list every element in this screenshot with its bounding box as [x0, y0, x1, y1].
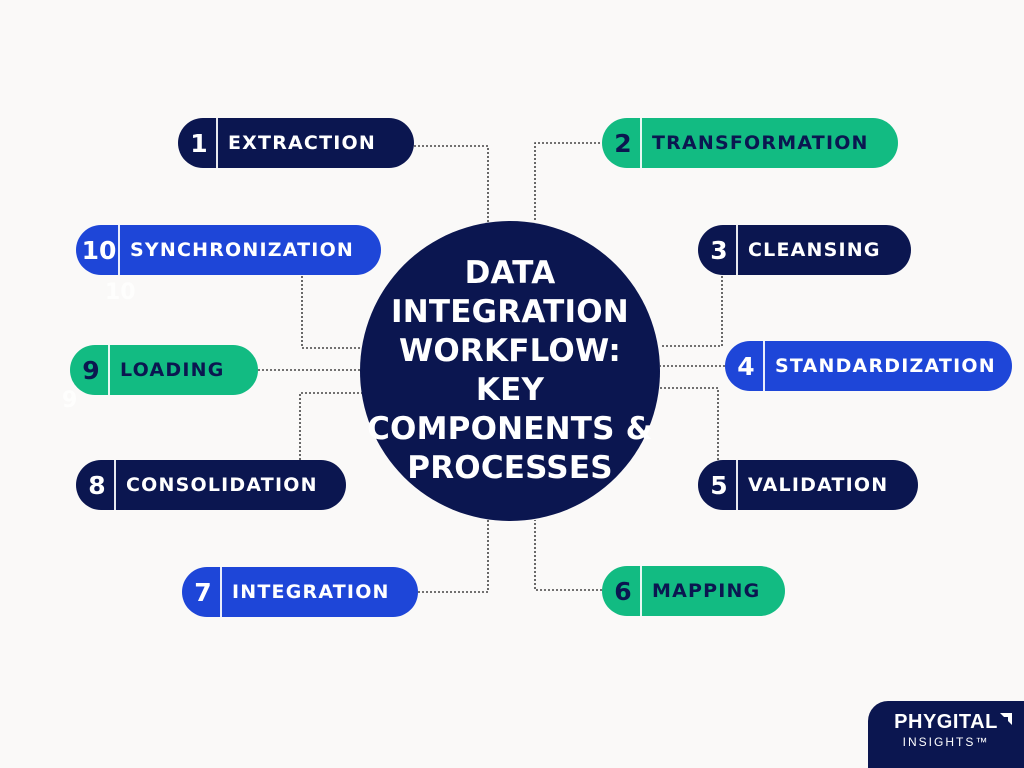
connector-mapping	[534, 520, 602, 591]
step-label: EXTRACTION	[228, 132, 376, 154]
step-number: 6	[602, 566, 642, 616]
step-label: TRANSFORMATION	[652, 132, 869, 154]
step-number: 3	[698, 225, 738, 275]
step-number: 5	[698, 460, 738, 510]
logo-mark-icon	[1000, 713, 1012, 725]
step-4-pill: 4 STANDARDIZATION	[725, 341, 1012, 391]
phygital-logo: PHYGITAL INSIGHTS™	[868, 701, 1024, 768]
step-7-pill: 7 INTEGRATION	[182, 567, 418, 617]
step-10-pill: 10 SYNCHRONIZATION	[76, 225, 381, 275]
step-1-pill: 1 EXTRACTION	[178, 118, 414, 168]
connector-validation	[660, 387, 719, 460]
step-number: 8	[76, 460, 116, 510]
step-label: INTEGRATION	[232, 581, 390, 603]
connector-cleansing	[660, 276, 723, 347]
step-label: MAPPING	[652, 580, 761, 602]
logo-name: PHYGITAL	[894, 711, 998, 733]
step-label: CLEANSING	[748, 239, 881, 261]
step-label: CONSOLIDATION	[126, 474, 318, 496]
step-6-pill: 6 MAPPING	[602, 566, 785, 616]
ghost-number-10: 10	[105, 280, 136, 305]
step-number: 7	[182, 567, 222, 617]
connector-synchronization	[301, 276, 365, 349]
step-label: LOADING	[120, 359, 225, 381]
step-number: 2	[602, 118, 642, 168]
step-label: SYNCHRONIZATION	[130, 239, 355, 261]
connector-extraction	[414, 145, 489, 222]
central-hub: DATA INTEGRATION WORKFLOW: KEY COMPONENT…	[360, 221, 660, 521]
step-number: 9	[70, 345, 110, 395]
step-label: STANDARDIZATION	[775, 355, 996, 377]
step-3-pill: 3 CLEANSING	[698, 225, 911, 275]
hub-title: DATA INTEGRATION WORKFLOW: KEY COMPONENT…	[367, 255, 653, 486]
step-number: 10	[76, 225, 120, 275]
step-5-pill: 5 VALIDATION	[698, 460, 918, 510]
connector-integration	[418, 520, 489, 593]
step-9-pill: 9 LOADING	[70, 345, 258, 395]
ghost-number-9: 9	[62, 388, 78, 413]
step-8-pill: 8 CONSOLIDATION	[76, 460, 346, 510]
step-2-pill: 2 TRANSFORMATION	[602, 118, 898, 168]
connector-transformation	[534, 142, 600, 222]
step-number: 1	[178, 118, 218, 168]
step-label: VALIDATION	[748, 474, 889, 496]
logo-subtitle: INSIGHTS™	[902, 735, 990, 749]
step-number: 4	[725, 341, 765, 391]
connector-consolidation	[299, 392, 362, 460]
